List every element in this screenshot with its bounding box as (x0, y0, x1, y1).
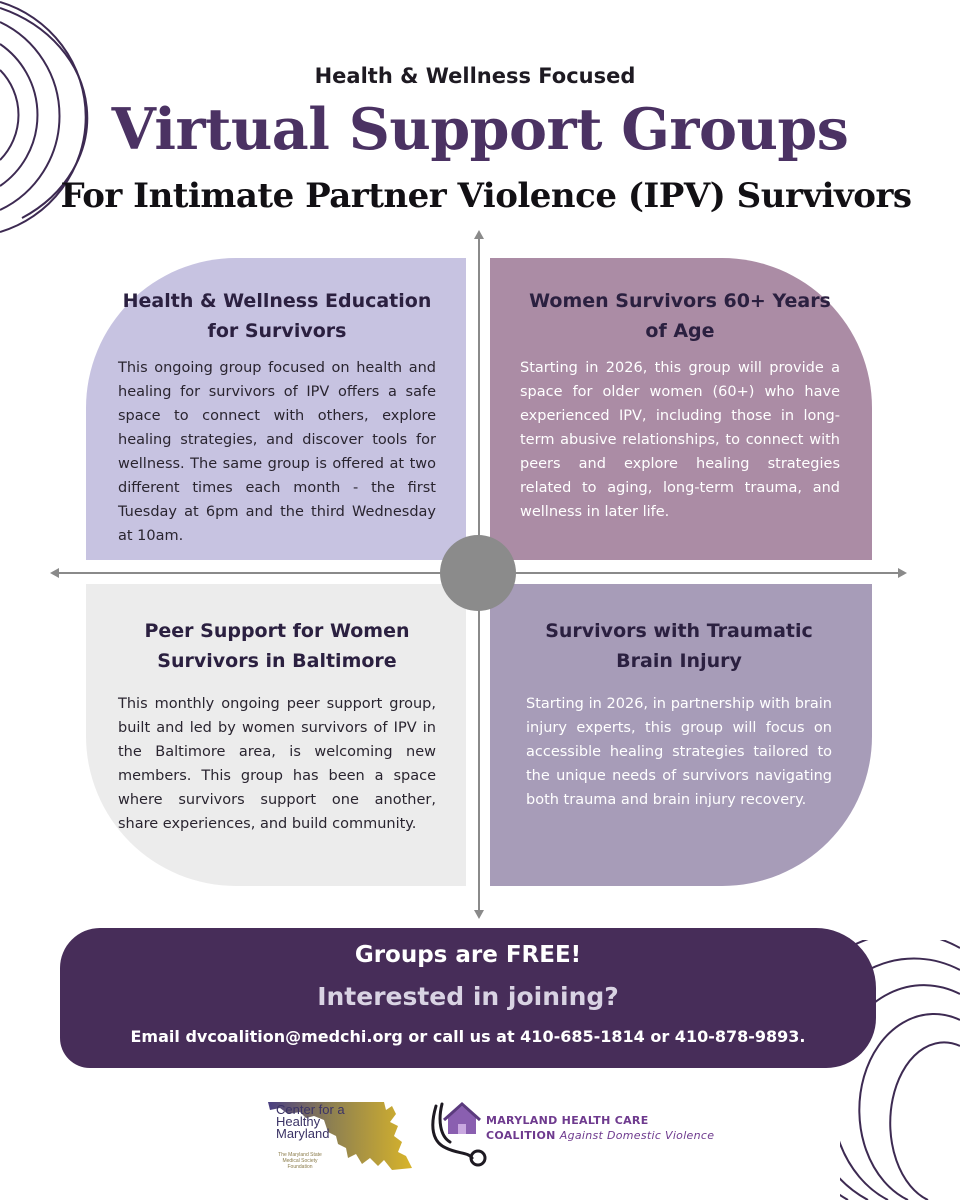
cta-banner: Groups are FREE! Interested in joining? … (60, 928, 876, 1068)
arrow-left-icon (50, 568, 59, 578)
group-title: Women Survivors 60+ Years of Age (529, 290, 831, 342)
group-description: Starting in 2026, in partnership with br… (526, 696, 832, 808)
center-hub-circle (440, 535, 516, 611)
decorative-arcs-bottom-right (840, 940, 960, 1200)
arrow-down-icon (474, 910, 484, 919)
group-title: Peer Support for Women Survivors in Balt… (144, 620, 410, 672)
maryland-map-logo-icon (268, 1102, 412, 1170)
join-question: Interested in joining? (317, 982, 619, 1011)
group-title: Health & Wellness Education for Survivor… (122, 290, 432, 342)
center-logo-tagline: The Maryland State Medical Society Found… (278, 1152, 322, 1170)
kicker-heading: Health & Wellness Focused (314, 64, 636, 88)
group-description: This monthly ongoing peer support group,… (118, 696, 436, 832)
coalition-tagline: Against Domestic Violence (559, 1129, 715, 1142)
group-description: Starting in 2026, this group will provid… (520, 360, 840, 520)
group-card-peer-support-baltimore: Peer Support for Women Survivors in Balt… (86, 584, 466, 886)
group-title: Survivors with Traumatic Brain Injury (545, 620, 813, 672)
group-card-women-60-plus: Women Survivors 60+ Years of Age Startin… (490, 258, 872, 560)
contact-info: Email dvcoalition@medchi.org or call us … (130, 1027, 806, 1046)
free-notice: Groups are FREE! (354, 942, 582, 968)
decorative-arcs-top-left (0, 1, 89, 233)
page-title: Virtual Support Groups (111, 96, 849, 163)
group-card-traumatic-brain-injury: Survivors with Traumatic Brain Injury St… (490, 584, 872, 886)
arrow-right-icon (898, 568, 907, 578)
coalition-logo-line1: MARYLAND HEALTH CARE (486, 1114, 649, 1127)
coalition-logo-line2: COALITION Against Domestic Violence (486, 1129, 714, 1142)
group-description: This ongoing group focused on health and… (118, 360, 436, 544)
arrow-up-icon (474, 230, 484, 239)
group-card-health-wellness: Health & Wellness Education for Survivor… (86, 258, 466, 560)
center-logo-name: Center for a Healthy Maryland (276, 1102, 345, 1141)
page-subtitle: For Intimate Partner Violence (IPV) Surv… (60, 176, 912, 216)
stethoscope-house-icon (431, 1101, 487, 1167)
coalition-word: COALITION (486, 1129, 556, 1142)
